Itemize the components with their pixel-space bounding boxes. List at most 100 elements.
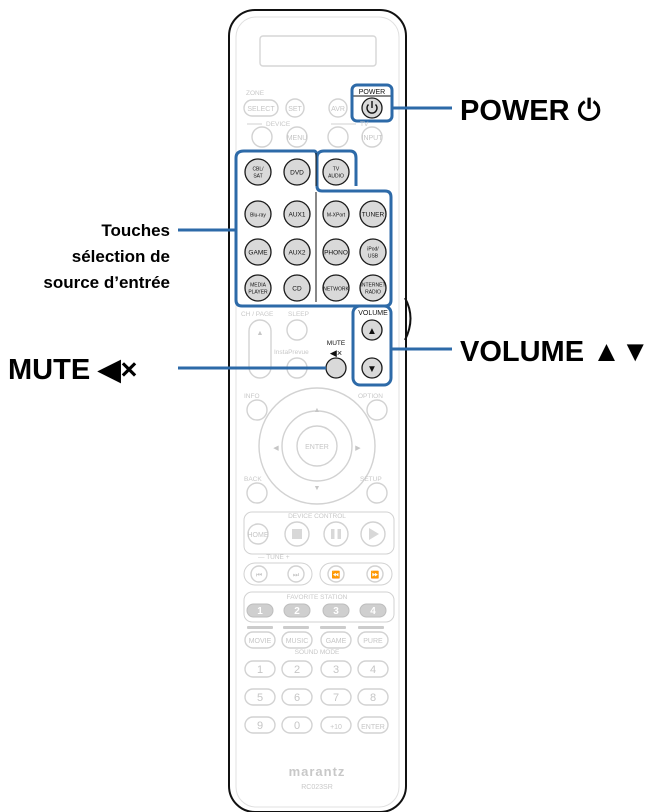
mode-button-label: MUSIC	[286, 638, 309, 645]
mode-color-bars	[247, 626, 384, 629]
input-button[interactable]	[361, 126, 383, 148]
number-button-label: 7	[333, 692, 339, 704]
favorite-button-label: 3	[333, 606, 339, 617]
number-button[interactable]	[281, 716, 313, 734]
source-button-label: RADIO	[365, 290, 381, 296]
number-button-label: 6	[294, 692, 300, 704]
source-button-mediaplayer[interactable]	[244, 274, 272, 302]
number-button[interactable]	[244, 660, 276, 678]
source-button-blu-ray[interactable]	[244, 200, 272, 228]
number-button[interactable]	[281, 688, 313, 706]
number-button[interactable]	[357, 660, 389, 678]
number-button[interactable]	[357, 716, 389, 734]
mode-button-movie[interactable]	[244, 631, 276, 649]
dpad-down-icon: ▼	[314, 485, 321, 492]
tv-power-button[interactable]	[327, 126, 349, 148]
number-button[interactable]	[320, 716, 352, 734]
number-button[interactable]	[320, 688, 352, 706]
number-button-label: 4	[370, 664, 376, 676]
source-button-m-xport[interactable]	[322, 200, 350, 228]
fast-forward-button[interactable]	[366, 565, 384, 583]
source-button-network[interactable]	[322, 274, 350, 302]
setup-button[interactable]	[366, 482, 388, 504]
set-button[interactable]	[285, 98, 305, 118]
favorite-button-2[interactable]	[283, 603, 311, 618]
source-button-phono[interactable]	[322, 238, 350, 266]
favorite-button-3[interactable]	[322, 603, 350, 618]
favorite-button-label: 4	[370, 606, 376, 617]
number-button[interactable]	[244, 688, 276, 706]
source-callout-line1: Touches	[101, 221, 170, 240]
number-button-label: 5	[257, 692, 263, 704]
source-button-label: MEDIA	[250, 283, 267, 289]
number-button[interactable]	[357, 688, 389, 706]
number-button-label: 8	[370, 692, 376, 704]
favorite-button-label: 1	[257, 606, 263, 617]
source-button-label: PLAYER	[248, 290, 268, 296]
enter-button-label: ENTER	[305, 444, 329, 451]
source-button-label: SAT	[253, 174, 262, 180]
source-button-ipod-usb[interactable]	[359, 238, 387, 266]
source-button-internetradio[interactable]	[359, 274, 387, 302]
mute-button[interactable]	[325, 357, 347, 379]
source-button-label: Blu-ray	[250, 213, 266, 219]
sleep-button[interactable]	[286, 319, 308, 341]
mode-button-music[interactable]	[281, 631, 313, 649]
menu-button[interactable]	[286, 126, 308, 148]
source-button-tuner[interactable]	[359, 200, 387, 228]
number-button-label: 0	[294, 720, 300, 732]
source-button-label: USB	[368, 254, 379, 260]
instaprevue-label: InstaPrevue	[274, 349, 309, 356]
dpad-right-icon: ▶	[355, 445, 361, 452]
volume-down-button[interactable]	[361, 357, 383, 379]
remote-inner-outline	[235, 16, 400, 808]
home-button[interactable]	[247, 523, 269, 545]
back-button[interactable]	[246, 482, 268, 504]
avr-button[interactable]	[328, 98, 348, 118]
source-button-label: PHONO	[324, 250, 348, 257]
source-button-label: DVD	[290, 170, 304, 177]
favorite-button-1[interactable]	[246, 603, 274, 618]
mode-button-label: PURE	[363, 638, 383, 645]
source-button-label: AUX2	[289, 250, 306, 257]
number-button[interactable]	[244, 716, 276, 734]
volume-label: VOLUME	[358, 310, 388, 317]
favorite-button-4[interactable]	[359, 603, 387, 618]
source-button-cd[interactable]	[283, 274, 311, 302]
source-button-label: INTERNET	[361, 283, 386, 289]
skip-forward-icon: ⏭	[293, 572, 300, 579]
info-button[interactable]	[246, 399, 268, 421]
enter-button[interactable]	[296, 425, 338, 467]
volume-up-button[interactable]	[361, 319, 383, 341]
dpad-up-icon: ▲	[314, 407, 321, 414]
pause-button[interactable]	[323, 521, 349, 547]
source-button-label: M-XPort	[327, 213, 346, 219]
skip-forward-button[interactable]	[287, 565, 305, 583]
source-button-label: GAME	[248, 250, 268, 257]
sleep-label: SLEEP	[288, 311, 309, 318]
option-button[interactable]	[366, 399, 388, 421]
number-button-label: 2	[294, 664, 300, 676]
select-button[interactable]	[243, 99, 279, 117]
skip-back-button[interactable]	[250, 565, 268, 583]
source-button-aux2[interactable]	[283, 238, 311, 266]
rewind-button[interactable]	[327, 565, 345, 583]
ch-page-rocker[interactable]	[248, 319, 272, 379]
tv-audio-highlight	[315, 149, 358, 186]
number-button[interactable]	[281, 660, 313, 678]
number-button[interactable]	[320, 660, 352, 678]
device-power-button[interactable]	[251, 126, 273, 148]
source-button-game[interactable]	[244, 238, 272, 266]
source-button-label: CBL/	[252, 167, 264, 173]
mode-button-pure[interactable]	[357, 631, 389, 649]
brand-logo: marantz	[289, 764, 346, 779]
stop-icon	[292, 529, 302, 539]
power-highlight	[350, 83, 394, 123]
source-button-tvaudio[interactable]	[322, 158, 350, 186]
source-button-aux1[interactable]	[283, 200, 311, 228]
source-button-cbl-sat[interactable]	[244, 158, 272, 186]
source-button-dvd[interactable]	[283, 158, 311, 186]
mode-button-game[interactable]	[320, 631, 352, 649]
